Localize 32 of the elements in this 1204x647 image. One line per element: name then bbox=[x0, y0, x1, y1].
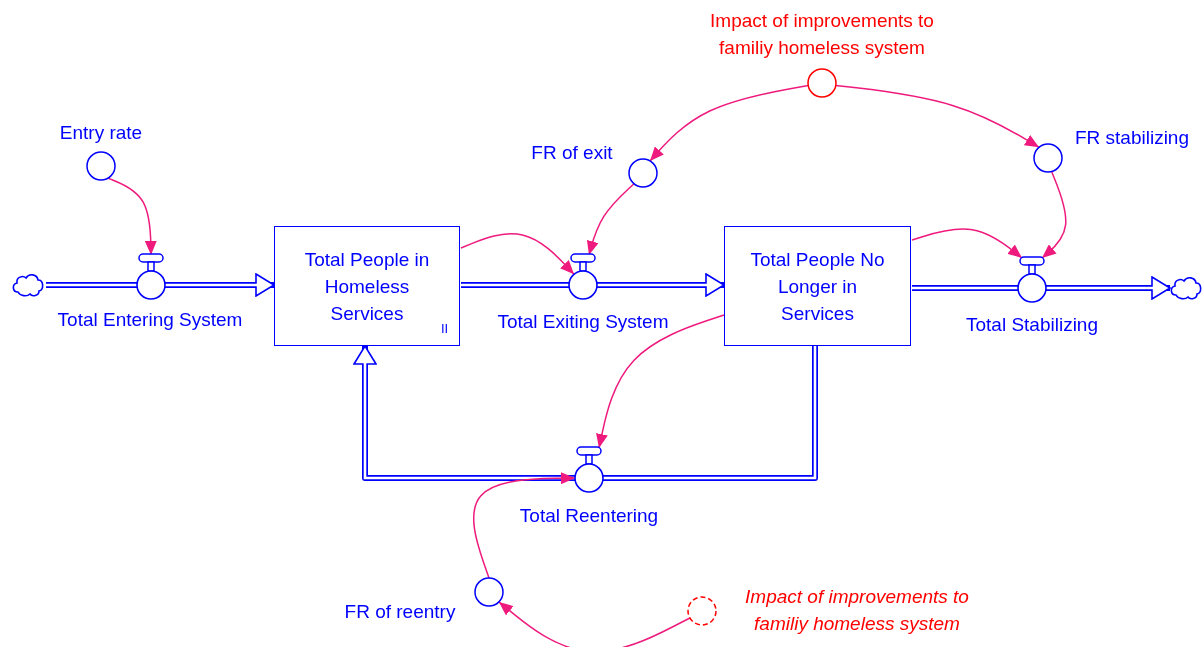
link-arrow bbox=[596, 314, 725, 449]
flow-pipe bbox=[46, 282, 137, 288]
link-arrow bbox=[1041, 170, 1067, 259]
link-arrow bbox=[460, 233, 575, 275]
link-arrow bbox=[911, 228, 1023, 259]
flow-pipe bbox=[597, 273, 725, 297]
link-arrow bbox=[498, 601, 691, 647]
variable-label: Total Exiting System bbox=[496, 311, 670, 333]
flow-pipe bbox=[165, 273, 275, 297]
variable-label: Impact of improvements to familiy homeless system bbox=[709, 9, 935, 60]
stock-label: Total People in Homeless Services bbox=[303, 247, 431, 326]
link-arrow bbox=[649, 84, 809, 162]
variable-label: Total Stabilizing bbox=[965, 314, 1099, 336]
link-arrow bbox=[835, 84, 1040, 149]
stock-label: Total People No Longer in Services bbox=[749, 247, 886, 326]
variable-label: FR of reentry bbox=[343, 601, 457, 623]
link-arrow bbox=[473, 472, 576, 579]
flow-pipe bbox=[353, 345, 575, 481]
stock-box bbox=[724, 226, 911, 346]
flow-pipe bbox=[1046, 276, 1171, 300]
link-arrow bbox=[586, 183, 635, 256]
variable-label: FR of exit bbox=[530, 142, 614, 164]
variable-label: Total Entering System bbox=[56, 309, 244, 331]
variable-label: FR stabilizing bbox=[1073, 127, 1190, 149]
flow-pipe bbox=[912, 285, 1018, 291]
stock-marker-text: II bbox=[441, 322, 449, 336]
variable-label: Impact of improvements to familiy homeless system bbox=[744, 585, 970, 636]
link-arrow bbox=[107, 177, 157, 256]
flow-pipe bbox=[461, 282, 569, 288]
variable-label: Total Reentering bbox=[518, 505, 660, 527]
variable-label: Entry rate bbox=[58, 122, 144, 144]
stock-box bbox=[274, 226, 460, 346]
